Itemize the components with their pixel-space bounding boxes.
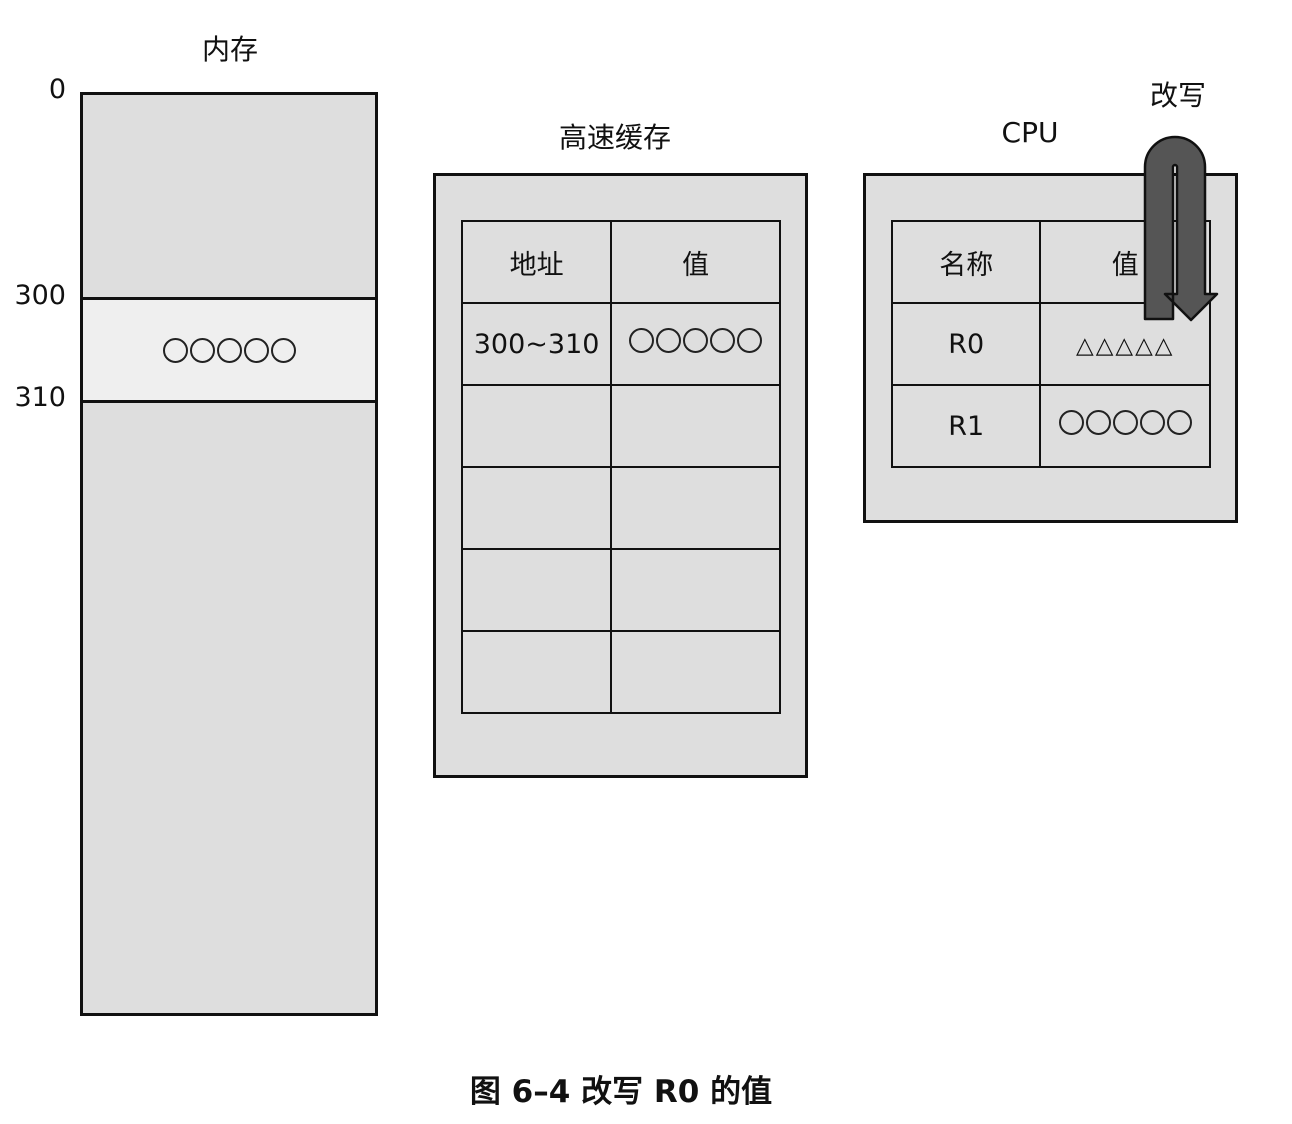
table-row: R1 ○○○○○	[890, 384, 1211, 468]
cpu-table: 名称 值 R0 △△△△△ R1 ○○○○○	[890, 220, 1211, 468]
cache-table: 地址 值 300~310 ○○○○○	[460, 220, 781, 714]
cache-cell-value	[610, 384, 781, 468]
table-row: 300~310 ○○○○○	[460, 302, 781, 386]
cpu-register-value: ○○○○○	[1039, 384, 1211, 468]
memory-highlight-band: ○○○○○	[83, 297, 375, 403]
cache-cell-value	[610, 466, 781, 550]
memory-title: 内存	[201, 33, 258, 66]
rewrite-label: 改写	[1149, 79, 1206, 112]
table-row	[460, 548, 781, 632]
table-row	[460, 384, 781, 468]
cpu-title: CPU	[1001, 116, 1059, 149]
table-row	[460, 466, 781, 550]
cache-cell-address	[460, 548, 613, 632]
table-row: R0 △△△△△	[890, 302, 1211, 386]
figure-caption: 图 6–4 改写 R0 的值	[469, 1074, 773, 1110]
cpu-panel: 名称 值 R0 △△△△△ R1 ○○○○○	[863, 173, 1238, 523]
table-row	[460, 630, 781, 714]
cpu-register-name: R1	[890, 384, 1042, 468]
cache-cell-address	[460, 466, 613, 550]
memory-band-value	[162, 337, 296, 363]
cache-cell-value	[610, 548, 781, 632]
cache-header-row: 地址 值	[460, 220, 781, 304]
rewrite-arrow-icon	[1143, 135, 1219, 322]
cpu-register-name: R0	[890, 302, 1042, 386]
cache-header-value: 值	[610, 220, 781, 304]
cache-panel: 地址 值 300~310 ○○○○○	[433, 173, 808, 778]
cache-cell-value	[610, 630, 781, 714]
cache-title: 高速缓存	[558, 121, 671, 154]
cpu-header-name: 名称	[890, 220, 1042, 304]
memory-address-start: 0	[48, 74, 66, 105]
memory-address-310: 310	[14, 382, 66, 413]
cpu-header-row: 名称 值	[890, 220, 1211, 304]
cpu-register-value: △△△△△	[1039, 302, 1211, 386]
cache-cell-address: 300~310	[460, 302, 613, 386]
memory-block: ○○○○○	[80, 92, 378, 1016]
cache-cell-address	[460, 384, 613, 468]
cache-cell-address	[460, 630, 613, 714]
cache-cell-value: ○○○○○	[610, 302, 781, 386]
memory-address-300: 300	[14, 280, 66, 311]
cache-header-address: 地址	[460, 220, 613, 304]
